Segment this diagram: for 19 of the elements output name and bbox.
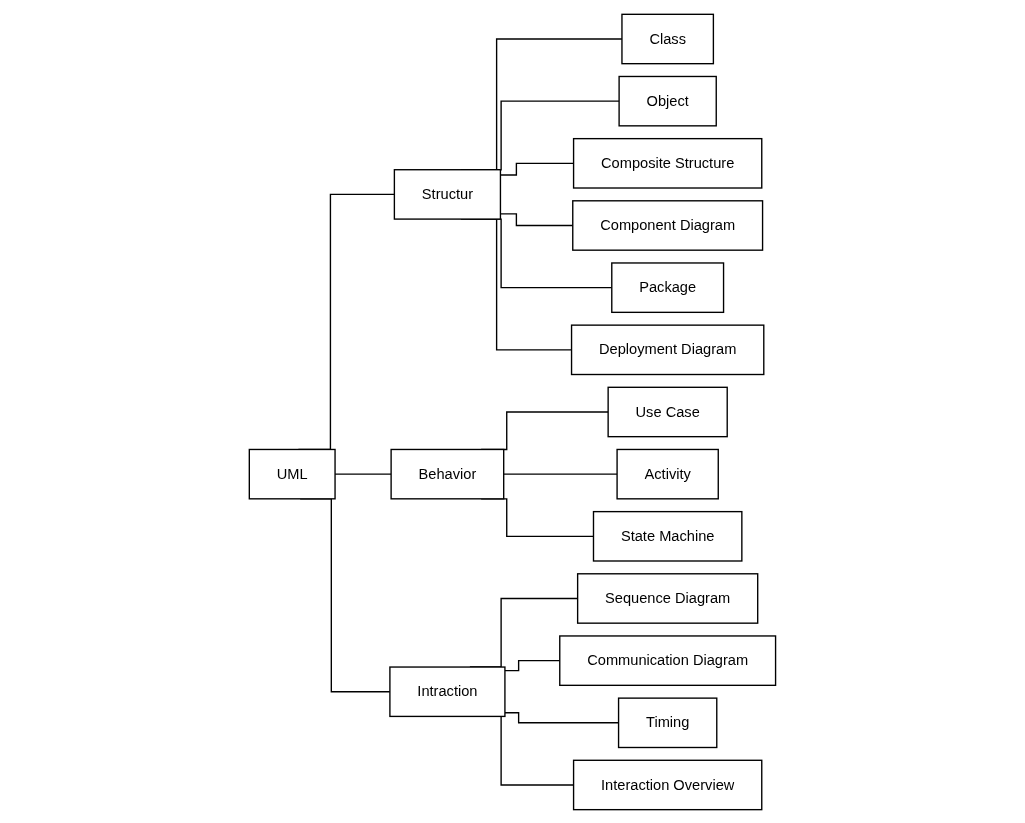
node-box <box>572 199 764 251</box>
node-box <box>393 168 502 220</box>
node-box <box>389 665 506 717</box>
node-box <box>559 634 777 686</box>
node-box <box>607 386 728 437</box>
node-box <box>592 510 743 562</box>
node-box <box>572 759 763 810</box>
connector <box>503 472 618 475</box>
node-box <box>390 448 505 500</box>
node-box <box>621 13 715 64</box>
node-box <box>617 696 718 748</box>
uml-hierarchy-diagram: UML Structur Behavior Intraction Class Object Composite Structure Component Diagram Package Deployment Diagram Use Case Activity State Machine Sequence Diagram Communication Diagram Timing Interaction Overview <box>242 6 783 817</box>
node-box <box>572 137 763 189</box>
node-box <box>616 448 719 500</box>
node-box <box>577 572 759 624</box>
node-box <box>570 323 765 375</box>
node-box <box>248 448 336 500</box>
node-box <box>611 261 725 313</box>
node-box <box>618 75 717 127</box>
